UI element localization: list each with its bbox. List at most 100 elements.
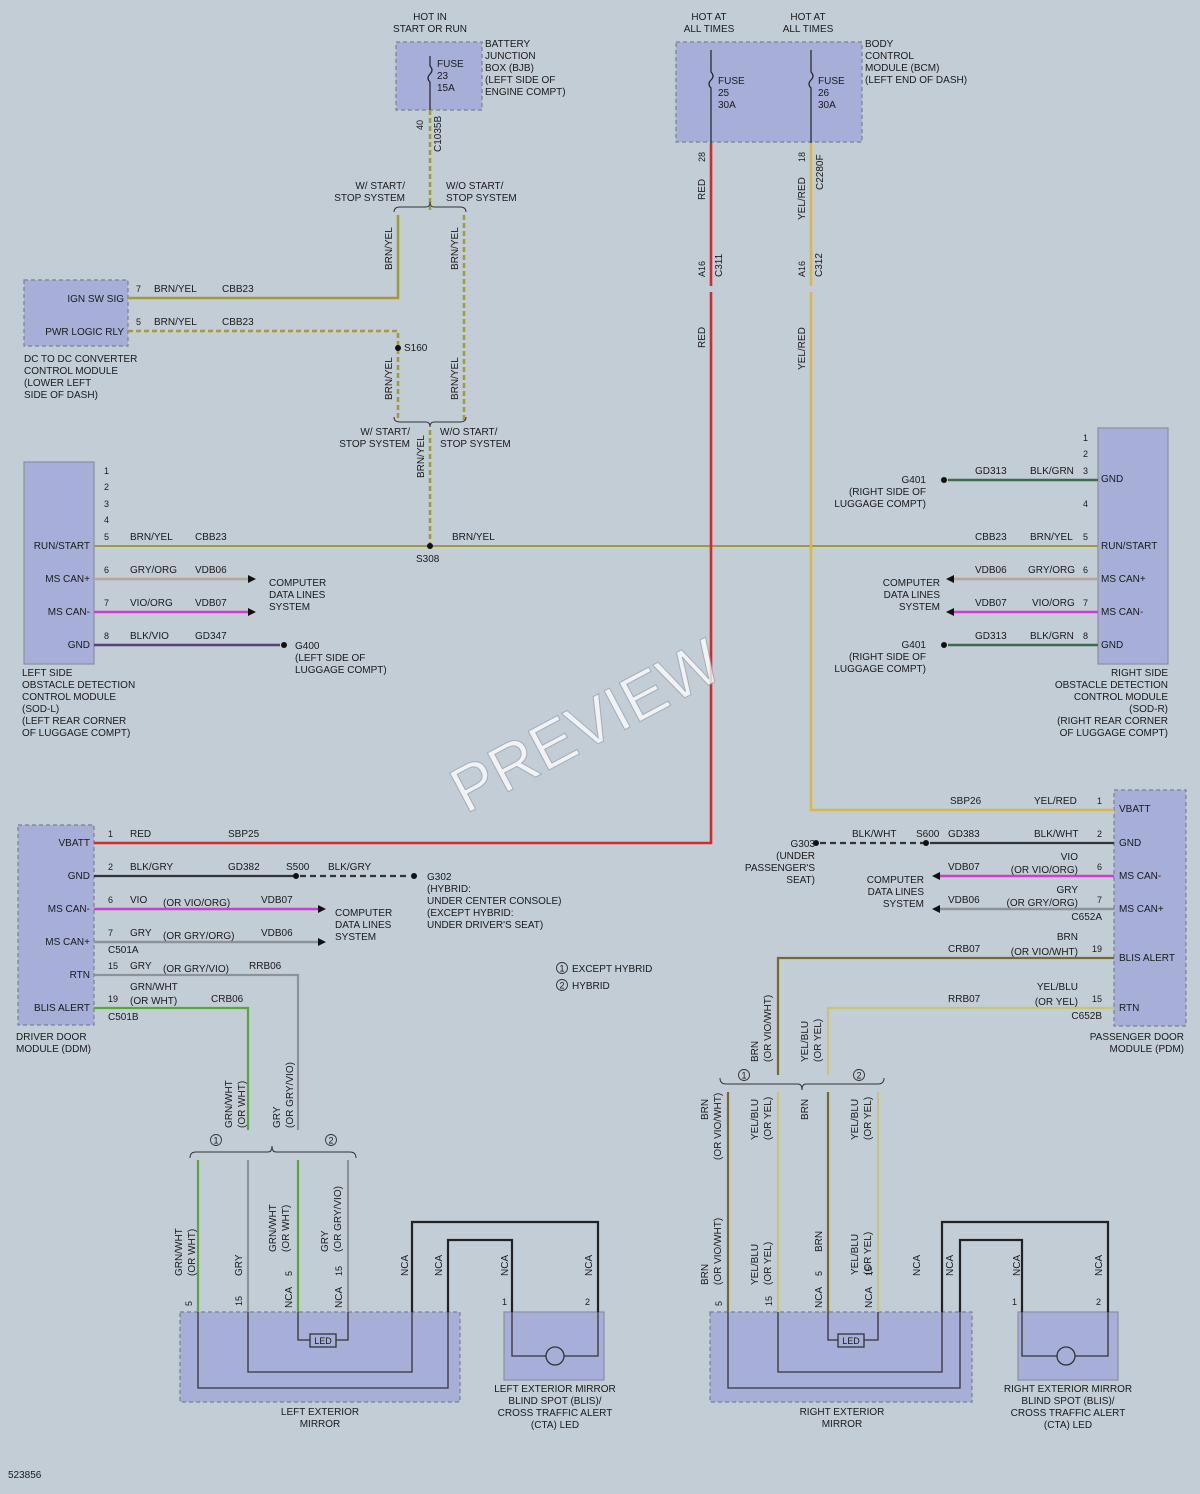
label-vio: VIO	[1061, 852, 1078, 863]
circled-number	[738, 1069, 750, 1081]
label-pin5: 5	[814, 1271, 824, 1276]
label-g401: LUGGAGE COMPT)	[834, 499, 926, 510]
label-gry-org: GRY/ORG	[1028, 565, 1075, 576]
label-pin15: 15	[864, 1266, 874, 1276]
label-brn: BRN	[814, 1231, 825, 1252]
label-legend2: HYBRID	[572, 981, 610, 992]
label-or-gry-vio: (OR GRY/VIO)	[285, 1062, 296, 1128]
label-sodl-title: CONTROL MODULE	[22, 692, 116, 703]
label-yel-red: YEL/RED	[797, 177, 808, 220]
label-vdb07: VDB07	[975, 598, 1007, 609]
label-nca: NCA	[912, 1255, 923, 1276]
label-dcdc-title: DC TO DC CONVERTER	[24, 354, 137, 365]
label-s308: S308	[416, 554, 440, 565]
label-ddm-title: MODULE (DDM)	[16, 1044, 91, 1055]
label-red: RED	[697, 179, 708, 200]
wire-yel-red	[809, 143, 1114, 812]
label-or-wht: (OR WHT)	[187, 1229, 198, 1276]
label-pin2: 2	[1083, 449, 1088, 459]
label-bcm: (LEFT END OF DASH)	[865, 75, 967, 86]
wire-red	[94, 143, 713, 845]
label-brn-yel: BRN/YEL	[154, 317, 197, 328]
label-c501a: C501A	[108, 945, 139, 956]
watermark: PREVIEW	[438, 624, 733, 826]
label-or-vio-org: (OR VIO/ORG)	[1011, 865, 1078, 876]
left-cta-led-box	[503, 1311, 605, 1381]
label-pin5: 5	[1083, 532, 1088, 542]
nca-wires	[410, 1220, 1110, 1312]
label-g400: (LEFT SIDE OF	[295, 653, 365, 664]
label-g303: G303	[791, 839, 816, 850]
label-yel-red: YEL/RED	[797, 327, 808, 370]
label-or-wht: (OR WHT)	[130, 996, 177, 1007]
label-or-yel: (OR YEL)	[763, 1097, 774, 1140]
wire-crb06	[94, 1006, 250, 1130]
label-yel-blu: YEL/BLU	[750, 1099, 761, 1140]
label-cbb23: CBB23	[195, 532, 227, 543]
label-w-start: W/ START/	[355, 181, 405, 192]
label-brn: BRN	[750, 1041, 761, 1062]
label-g401: (RIGHT SIDE OF	[849, 652, 926, 663]
label-or-gry-org: (OR GRY/ORG)	[163, 931, 234, 942]
label-vdb07: VDB07	[261, 895, 293, 906]
label-led: LED	[842, 1336, 860, 1346]
label-right-cta: (CTA) LED	[1044, 1420, 1092, 1431]
label-pin2: 2	[856, 1070, 861, 1080]
label-vio-org: VIO/ORG	[1032, 598, 1075, 609]
label-pin3: 3	[104, 499, 109, 509]
label-w-start: W/ START/	[360, 427, 410, 438]
wire-rrb06	[94, 973, 300, 1130]
label-a16: A16	[697, 261, 707, 277]
label-vdb06: VDB06	[948, 895, 980, 906]
label-pin4: 4	[1083, 499, 1088, 509]
label-red: RED	[130, 829, 151, 840]
label-computer-data-lines: COMPUTER	[883, 578, 940, 589]
label-wo-start: W/O START/	[440, 427, 498, 438]
label-c652b: C652B	[1071, 1011, 1102, 1022]
label-pin5: 5	[136, 317, 141, 327]
label-brn-yel: BRN/YEL	[450, 357, 461, 400]
label-pin7: 7	[136, 284, 141, 294]
label-g400: LUGGAGE COMPT)	[295, 665, 387, 676]
label-pin2: 2	[1096, 1297, 1101, 1307]
label-sodr-title: OF LUGGAGE COMPT)	[1060, 728, 1168, 739]
label-hot-at-all-times: ALL TIMES	[684, 24, 735, 35]
label-blk-gry: BLK/GRY	[328, 862, 371, 873]
label-brn-yel: BRN/YEL	[130, 532, 173, 543]
label-blk-vio: BLK/VIO	[130, 631, 169, 642]
label-left-cta: BLIND SPOT (BLIS)/	[508, 1396, 601, 1407]
label-rrb07: RRB07	[948, 994, 981, 1005]
label-blk-wht: BLK/WHT	[1034, 829, 1078, 840]
label-sodr-title: CONTROL MODULE	[1074, 692, 1168, 703]
wire-brn-yel-top	[94, 110, 1098, 547]
label-gd382: GD382	[228, 862, 260, 873]
label-bjb: (LEFT SIDE OF	[485, 75, 555, 86]
label-computer-data-lines: COMPUTER	[335, 908, 392, 919]
label-nca: NCA	[434, 1255, 445, 1276]
label-hot-at-all-times: HOT AT	[691, 12, 726, 23]
label-bcm: MODULE (BCM)	[865, 63, 939, 74]
label-dcdc-title: SIDE OF DASH)	[24, 390, 98, 401]
label-sodl-title: OBSTACLE DETECTION	[22, 680, 135, 691]
label-pin19: 19	[1092, 944, 1102, 954]
label-gnd: GND	[1101, 474, 1123, 485]
label-brn: BRN	[1057, 932, 1078, 943]
label-wo-start: STOP SYSTEM	[446, 193, 517, 204]
circled-number	[210, 1134, 222, 1146]
label-or-vio-wht: (OR VIO/WHT)	[1011, 947, 1078, 958]
label-left-mirror: LEFT EXTERIOR	[281, 1407, 359, 1418]
label-run-start: RUN/START	[34, 541, 90, 552]
label-fuse25: 25	[718, 88, 730, 99]
label-ms-can-minus: MS CAN-	[1101, 607, 1143, 618]
label-nca: NCA	[814, 1287, 825, 1308]
label-computer-data-lines: DATA LINES	[335, 920, 392, 931]
label-ms-can-minus: MS CAN-	[48, 607, 90, 618]
label-right-cta: CROSS TRAFFIC ALERT	[1011, 1408, 1126, 1419]
label-pin28: 28	[697, 152, 707, 162]
label-grn-wht: GRN/WHT	[268, 1204, 279, 1252]
label-pin15: 15	[1092, 994, 1102, 1004]
label-gry: GRY	[1057, 885, 1079, 896]
circled-number	[853, 1069, 865, 1081]
label-pin3: 3	[1083, 466, 1088, 476]
label-or-yel: (OR YEL)	[763, 1242, 774, 1285]
